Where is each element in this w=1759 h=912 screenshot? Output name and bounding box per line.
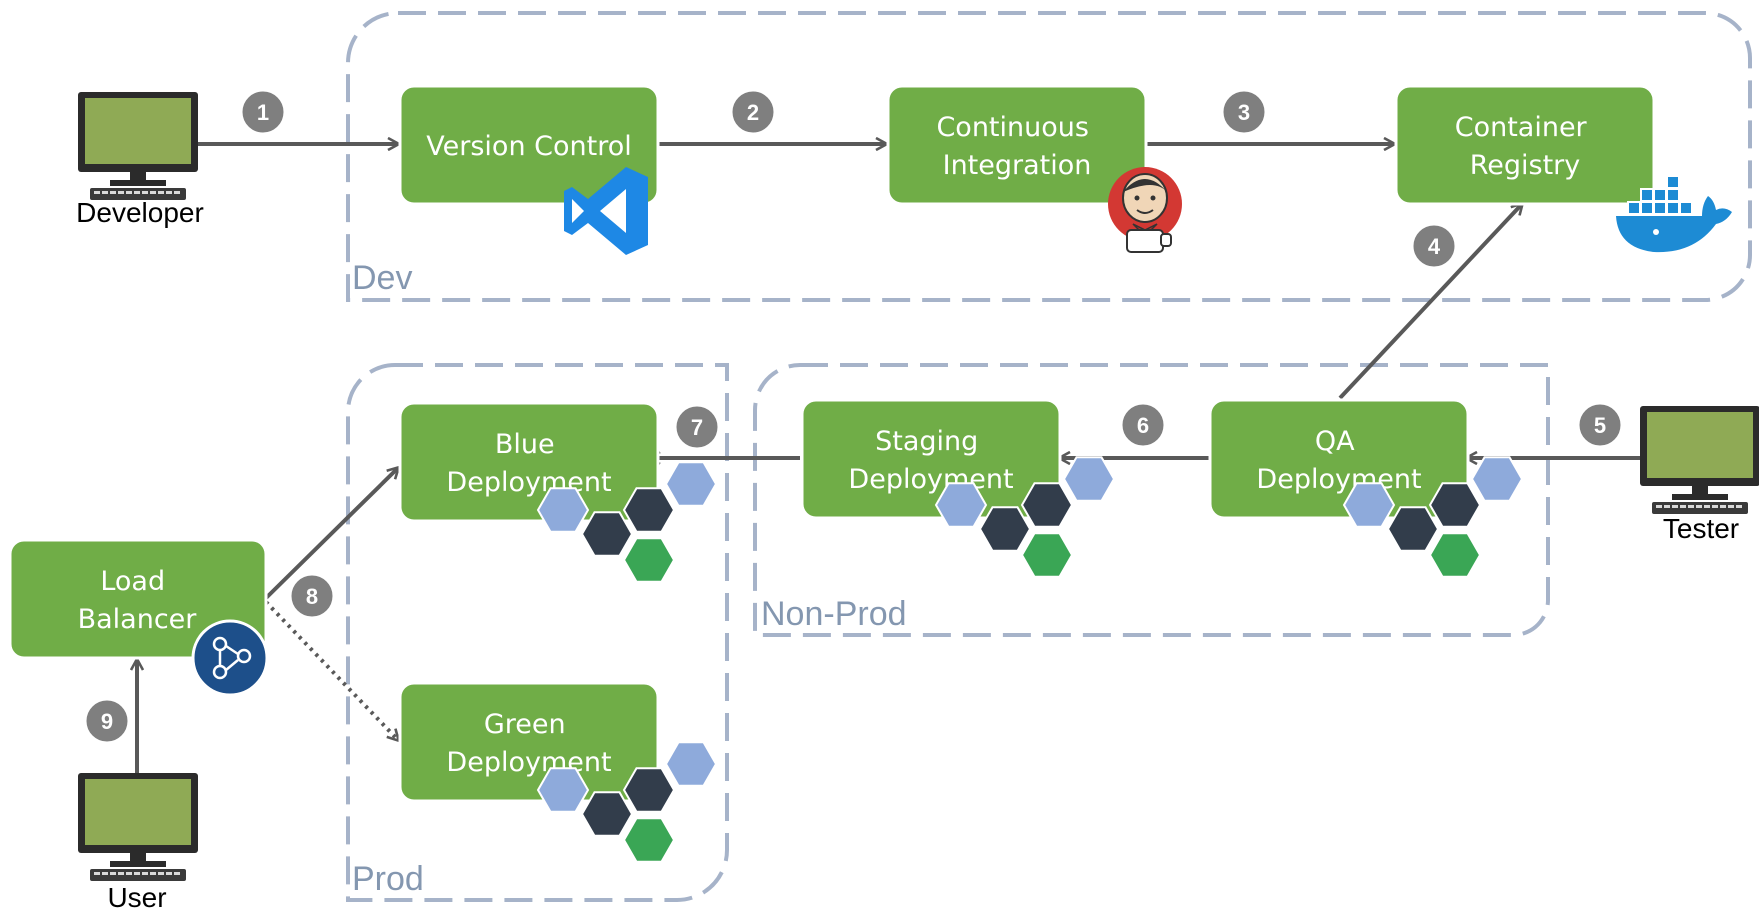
- zone-label-dev: Dev: [352, 259, 412, 297]
- hexagon-cluster-icon: [1342, 456, 1524, 578]
- box-label: Container: [1455, 112, 1588, 143]
- svg-text:Container Registry: Container Registry: [1455, 112, 1596, 181]
- step-badge: 2: [729, 88, 777, 136]
- svg-text:QA Deployment: QA Deployment: [1256, 426, 1421, 495]
- actor-label-tester: Tester: [1663, 513, 1739, 544]
- arrow-lb-to-green: [264, 600, 398, 740]
- hexagon-cluster-icon: [536, 461, 718, 583]
- box-label: Registry: [1470, 150, 1581, 181]
- svg-text:Load Balancer: Load Balancer: [78, 566, 198, 635]
- box-staging-deployment: Staging Deployment: [800, 398, 1062, 520]
- box-qa-deployment: QA Deployment: [1208, 398, 1470, 520]
- svg-text:8: 8: [306, 584, 318, 609]
- box-label: QA: [1315, 426, 1355, 457]
- zone-nonprod: Non-Prod: [753, 363, 1550, 637]
- hexagon-cluster-icon: [536, 741, 718, 863]
- actor-label-user: User: [107, 882, 166, 912]
- box-label: Deployment: [848, 464, 1013, 495]
- box-green-deployment: Green Deployment: [398, 681, 660, 803]
- jenkins-icon: [1108, 167, 1182, 253]
- svg-text:Staging Deployment: Staging Deployment: [848, 426, 1013, 495]
- svg-text:3: 3: [1238, 100, 1250, 125]
- network-hub-icon: [191, 619, 269, 697]
- box-container-registry: Container Registry: [1394, 84, 1656, 206]
- zone-prod: Prod: [346, 362, 729, 902]
- svg-text:2: 2: [747, 100, 759, 125]
- box-label: Continuous: [936, 112, 1089, 143]
- svg-text:Continuous Integration: Continuous Integration: [936, 112, 1097, 181]
- box-blue-deployment: Blue Deployment: [398, 401, 660, 523]
- svg-text:Green Deployment: Green Deployment: [446, 709, 611, 778]
- svg-text:4: 4: [1428, 234, 1441, 259]
- step-badge: 5: [1576, 401, 1624, 449]
- box-load-balancer: Load Balancer: [8, 538, 268, 660]
- svg-text:1: 1: [257, 100, 269, 125]
- box-label: Deployment: [446, 467, 611, 498]
- svg-text:9: 9: [101, 709, 113, 734]
- step-badge: 8: [288, 572, 336, 620]
- desktop-computer-icon: [78, 92, 198, 200]
- box-continuous-integration: Continuous Integration: [886, 84, 1148, 206]
- svg-text:6: 6: [1137, 413, 1149, 438]
- box-label: Deployment: [446, 747, 611, 778]
- box-label: Deployment: [1256, 464, 1421, 495]
- zone-label-prod: Prod: [352, 860, 424, 898]
- box-label: Staging: [875, 426, 978, 457]
- step-badge: 1: [239, 88, 287, 136]
- docker-icon: [1616, 175, 1732, 253]
- arrow-lb-to-blue: [264, 468, 398, 600]
- hexagon-clusters: [536, 456, 1524, 863]
- step-badge: 9: [83, 697, 131, 745]
- box-label: Integration: [943, 150, 1092, 181]
- step-badge: 7: [673, 403, 721, 451]
- desktop-computer-icon: [1640, 406, 1759, 514]
- box-label: Balancer: [78, 604, 198, 635]
- svg-text:Blue Deployment: Blue Deployment: [446, 429, 611, 498]
- actor-label-developer: Developer: [76, 197, 204, 228]
- box-label: Blue: [495, 429, 555, 460]
- step-badge: 3: [1220, 88, 1268, 136]
- zone-label-nonprod: Non-Prod: [761, 595, 907, 633]
- hexagon-cluster-icon: [934, 456, 1116, 578]
- svg-text:Version Control: Version Control: [426, 131, 631, 162]
- zone-dev: Dev: [346, 11, 1752, 302]
- actor-computers: [78, 92, 1759, 881]
- visual-studio-icon: [564, 167, 648, 255]
- box-label: Load: [100, 566, 165, 597]
- box-version-control: Version Control: [398, 84, 660, 206]
- step-badge: 6: [1119, 401, 1167, 449]
- svg-text:5: 5: [1594, 413, 1606, 438]
- step-badge: 4: [1410, 222, 1458, 270]
- box-label: Green: [484, 709, 566, 740]
- desktop-computer-icon: [78, 773, 198, 881]
- svg-text:7: 7: [691, 415, 703, 440]
- arrow-qa-to-registry: [1338, 204, 1522, 400]
- box-label: Version Control: [426, 131, 631, 162]
